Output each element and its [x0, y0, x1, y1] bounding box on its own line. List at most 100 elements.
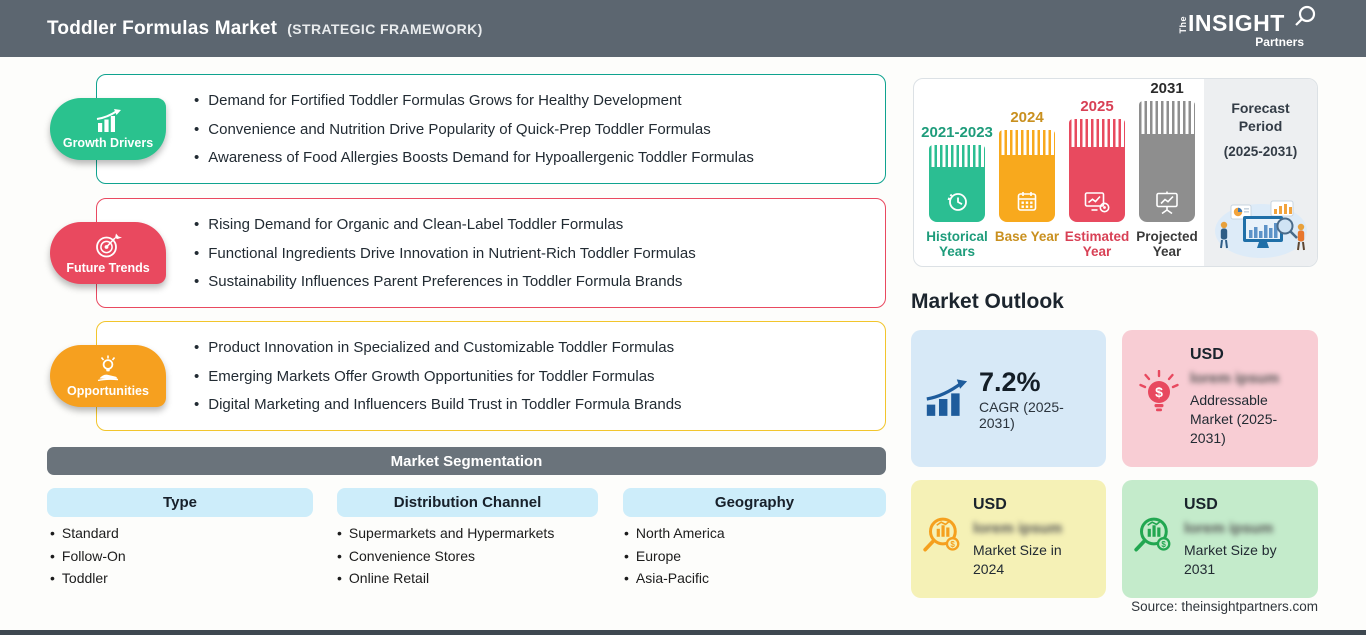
bar-solid-body [929, 167, 985, 222]
future-trends-badge: Future Trends [50, 222, 166, 284]
bar-striped-top [929, 145, 985, 167]
market-segmentation-header: Market Segmentation [47, 447, 886, 475]
bar-striped-top [999, 130, 1055, 155]
clock-history-icon [947, 193, 967, 211]
card-text-block: USD lorem ipsum Addressable Market (2025… [1182, 344, 1304, 453]
card-text-block: USD lorem ipsum Market Size by 2031 [1176, 494, 1304, 584]
historical-years-bar: 2021-2023 Historical Years [921, 124, 993, 261]
analytics-illustration [1214, 200, 1307, 258]
geography-list: North America Europe Asia-Pacific [624, 525, 725, 593]
cagr-card: 7.2% CAGR (2025-2031) [911, 330, 1106, 467]
icon-column: $ [1136, 370, 1182, 453]
card-label: Market Size by 2031 [1184, 542, 1277, 577]
usd-label: USD [1184, 496, 1218, 513]
growth-drivers-label: Growth Drivers [62, 135, 154, 150]
usd-label: USD [1190, 346, 1224, 363]
bar-year-label: 2025 [1080, 98, 1114, 115]
addressable-market-card: $ USD lorem ipsum Addressable Market (20… [1122, 330, 1318, 467]
estimated-year-bar: 2025 Estimated Year [1065, 98, 1130, 261]
list-item: Toddler [50, 570, 126, 586]
bar-solid-body [999, 155, 1055, 222]
growth-driver-item: Awareness of Food Allergies Boosts Deman… [194, 149, 867, 166]
market-outlook-title: Market Outlook [911, 290, 1064, 313]
cagr-text-block: 7.2% CAGR (2025-2031) [979, 367, 1092, 431]
source-attribution: Source: theinsightpartners.com [1131, 599, 1318, 614]
bar-caption: Estimated Year [1064, 229, 1130, 259]
card-text-block: USD lorem ipsum Market Size in 2024 [965, 494, 1092, 584]
bar-year-label: 2031 [1150, 80, 1184, 97]
cagr-label: CAGR (2025-2031) [978, 398, 1064, 431]
page-title: Toddler Formulas Market [47, 17, 278, 39]
svg-text:$: $ [950, 540, 955, 549]
bar-caption: Base Year [994, 229, 1060, 244]
usd-label: USD [973, 496, 1007, 513]
bulb-dollar-icon: $ [1139, 370, 1179, 412]
opportunities-box: Product Innovation in Specialized and Cu… [96, 321, 886, 431]
list-item: North America [624, 525, 725, 541]
projection-screen-icon [1156, 191, 1178, 215]
magnifier-chart-icon: $ [923, 517, 960, 552]
list-item: Supermarkets and Hypermarkets [337, 525, 554, 541]
future-trends-box: Rising Demand for Organic and Clean-Labe… [96, 198, 886, 308]
market-size-2031-card: $ USD lorem ipsum Market Size by 2031 [1122, 480, 1318, 598]
cagr-growth-icon [926, 378, 968, 416]
base-year-bar: 2024 Base Year [995, 109, 1059, 261]
bar-solid-body [1139, 134, 1195, 222]
bar-solid-body [1069, 147, 1125, 222]
opportunities-badge: Opportunities [50, 345, 166, 407]
logo-partners-text: Partners [1255, 35, 1304, 49]
insight-partners-logo: The INSIGHT Partners [1178, 5, 1316, 49]
distribution-list: Supermarkets and Hypermarkets Convenienc… [337, 525, 554, 593]
blurred-value: lorem ipsum [1184, 520, 1274, 537]
opportunity-item: Product Innovation in Specialized and Cu… [194, 339, 867, 356]
bottom-divider-bar [0, 630, 1366, 635]
future-trend-item: Sustainability Influences Parent Prefere… [194, 273, 867, 290]
forecast-period-label: Forecast Period [1231, 100, 1290, 134]
segmentation-column-geography: Geography [623, 488, 886, 517]
forecast-period-range: (2025-2031) [1223, 144, 1298, 159]
blurred-value: lorem ipsum [973, 520, 1063, 537]
logo-insight-text: INSIGHT [1188, 10, 1285, 36]
growth-chart-icon [96, 108, 121, 132]
year-bars: 2021-2023 Historical Years 2024 [921, 80, 1198, 261]
opportunity-item: Digital Marketing and Influencers Build … [194, 396, 867, 413]
bar-year-label: 2021-2023 [921, 124, 993, 141]
bulb-hand-icon [97, 355, 119, 382]
calendar-icon [1017, 192, 1037, 211]
future-trends-label: Future Trends [66, 260, 150, 275]
market-segmentation-title: Market Segmentation [390, 452, 543, 470]
list-item: Follow-On [50, 548, 126, 564]
logo-the-text: The [1178, 16, 1188, 34]
future-trend-item: Functional Ingredients Drive Innovation … [194, 245, 867, 262]
header-bar: Toddler Formulas Market (STRATEGIC FRAME… [0, 0, 1366, 57]
target-dart-icon [96, 233, 122, 257]
list-item: Convenience Stores [337, 548, 554, 564]
card-label: Market Size in 2024 [973, 542, 1062, 577]
list-item: Asia-Pacific [624, 570, 725, 586]
growth-drivers-box: Demand for Fortified Toddler Formulas Gr… [96, 74, 886, 184]
segmentation-column-distribution: Distribution Channel [337, 488, 598, 517]
bar-year-label: 2024 [1010, 109, 1044, 126]
projected-year-bar: 2031 Projected Year [1136, 80, 1198, 261]
market-size-2024-card: $ USD lorem ipsum Market Size in 2024 [911, 480, 1106, 598]
opportunities-label: Opportunities [67, 384, 149, 398]
future-trend-item: Rising Demand for Organic and Clean-Labe… [194, 216, 867, 233]
estimate-chart-icon [1084, 192, 1110, 213]
cagr-value: 7.2% [978, 366, 1041, 397]
growth-drivers-badge: Growth Drivers [50, 98, 166, 160]
bar-striped-top [1139, 101, 1195, 134]
bar-caption: Projected Year [1136, 229, 1198, 259]
svg-text:$: $ [1161, 540, 1166, 549]
icon-column: $ [1130, 512, 1176, 584]
list-item: Europe [624, 548, 725, 564]
list-item: Online Retail [337, 570, 554, 586]
type-list: Standard Follow-On Toddler [50, 525, 126, 593]
bar-striped-top [1069, 119, 1125, 147]
card-label: Addressable Market (2025-2031) [1190, 392, 1278, 446]
opportunity-item: Emerging Markets Offer Growth Opportunit… [194, 368, 867, 385]
segmentation-column-type: Type [47, 488, 313, 517]
page-subtitle: (STRATEGIC FRAMEWORK) [287, 20, 483, 37]
magnifier-icon [1295, 5, 1316, 26]
header-titles: Toddler Formulas Market (STRATEGIC FRAME… [47, 0, 483, 57]
